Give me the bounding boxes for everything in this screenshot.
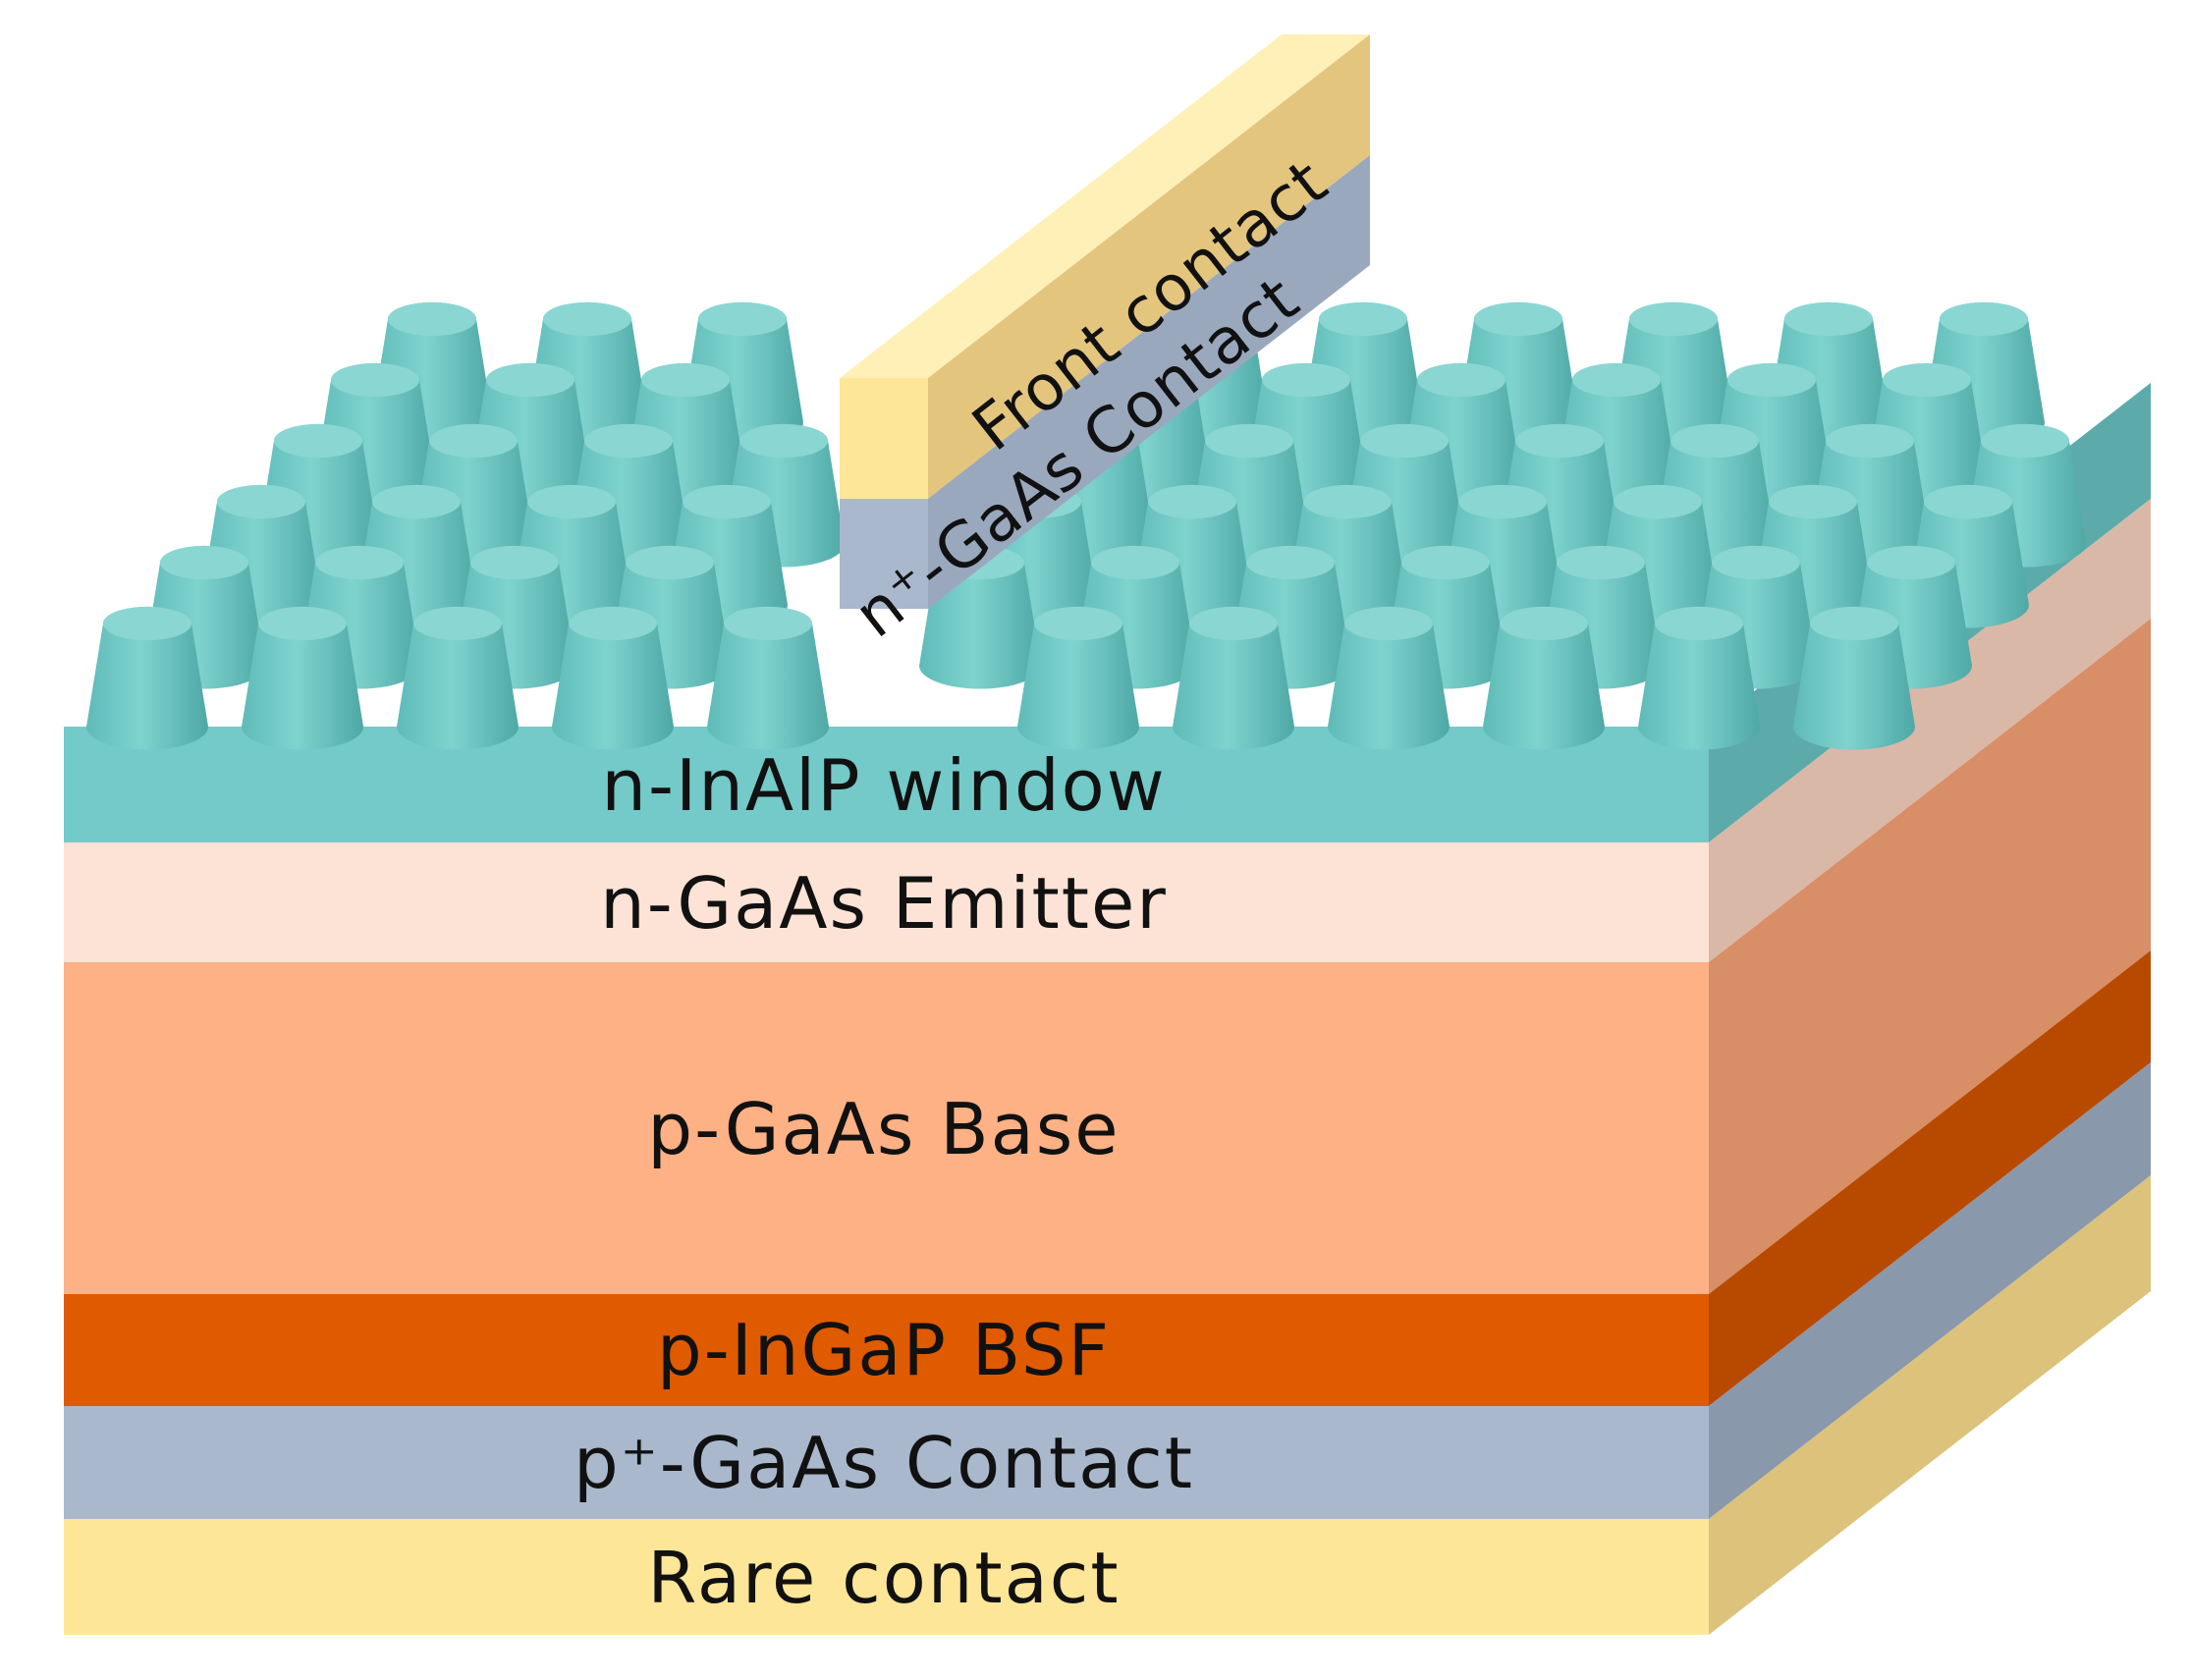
layer-label-emitter: n-GaAs Emitter xyxy=(600,862,1168,945)
texture-cone xyxy=(86,606,208,750)
layer-label-window: n-InAlP window xyxy=(601,744,1166,827)
layer-side-5 xyxy=(1709,1175,2151,1635)
texture-cone xyxy=(397,606,519,750)
layer-front-2 xyxy=(64,962,1709,1294)
layer-label-rear-contact: Rare contact xyxy=(647,1537,1120,1619)
layer-front-5 xyxy=(64,1519,1709,1635)
layer-side-4 xyxy=(1709,1062,2151,1519)
cap-front-face xyxy=(840,499,928,609)
texture-cone xyxy=(242,606,363,750)
texture-cone xyxy=(1328,606,1450,750)
layer-side-3 xyxy=(1709,950,2151,1406)
texture-cone xyxy=(1483,606,1605,750)
texture-cone xyxy=(1173,606,1294,750)
layer-label-back-contact-layer: p⁺-GaAs Contact xyxy=(574,1422,1194,1504)
layer-front-1 xyxy=(64,842,1709,962)
texture-cone xyxy=(1793,606,1915,750)
texture-cone xyxy=(707,606,829,750)
layer-front-4 xyxy=(64,1406,1709,1519)
metal-top-face xyxy=(840,34,1370,378)
cap-side-face xyxy=(928,155,1370,609)
layer-front-3 xyxy=(64,1294,1709,1406)
layer-side-2 xyxy=(1709,619,2151,1294)
layer-front-0 xyxy=(64,727,1709,842)
layer-side-1 xyxy=(1709,499,2151,962)
stack-front-faces xyxy=(64,727,1709,1635)
texture-cone xyxy=(1638,606,1760,750)
texture-cone xyxy=(552,606,674,750)
metal-front-face xyxy=(840,378,928,499)
top-contact-finger: Front contact n⁺-GaAs Contact xyxy=(840,34,1370,652)
layer-label-bsf: p-InGaP BSF xyxy=(657,1309,1111,1391)
metal-side-face xyxy=(928,34,1370,499)
texture-cone xyxy=(1017,606,1139,750)
layer-label-base: p-GaAs Base xyxy=(647,1088,1120,1170)
